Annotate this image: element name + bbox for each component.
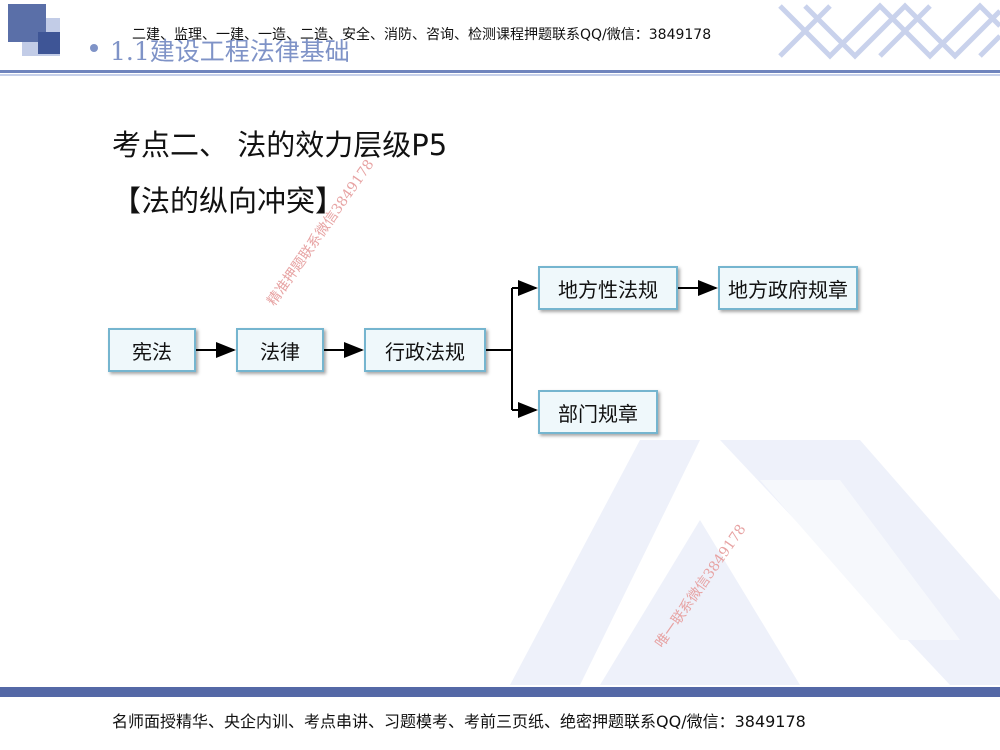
node-local-regulation: 地方性法规 (538, 266, 678, 310)
title-bullet (90, 44, 98, 52)
topic-heading: 考点二、 法的效力层级P5 (112, 128, 448, 162)
watermark-logo-center (600, 520, 800, 685)
watermark-logo-left (510, 440, 700, 685)
header-divider (0, 70, 1000, 73)
header-lattice-decoration (778, 2, 1000, 60)
watermark-logo-inner (760, 480, 960, 640)
node-dept-rule: 部门规章 (538, 390, 658, 434)
header-ad-text: 二建、监理、一建、一造、二造、安全、消防、咨询、检测课程押题联系QQ/微信：38… (132, 27, 712, 43)
node-local-gov-rule: 地方政府规章 (718, 266, 858, 310)
footer-bar (0, 687, 1000, 697)
node-constitution: 宪法 (108, 328, 196, 372)
footer-ad-text: 名师面授精华、央企内训、考点串讲、习题模考、考前三页纸、绝密押题联系QQ/微信：… (112, 712, 806, 731)
node-law: 法律 (236, 328, 324, 372)
header-divider-light (0, 74, 1000, 76)
header-square-accent (38, 32, 60, 54)
node-admin-regulation: 行政法规 (364, 328, 486, 372)
section-title: 1.1建设工程法律基础 (110, 37, 350, 66)
topic-subheading: 【法的纵向冲突】 (112, 184, 345, 218)
